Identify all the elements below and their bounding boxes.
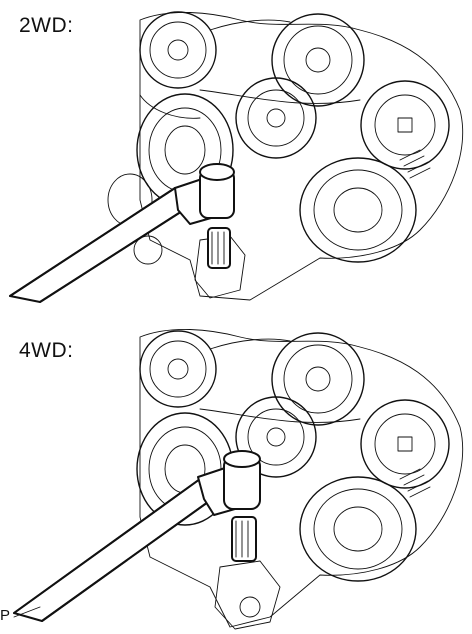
panel-label-4wd: 4WD: <box>19 339 74 362</box>
corner-label: P <box>0 607 11 624</box>
panel-label-2wd: 2WD: <box>19 14 74 37</box>
panel-4wd: 4WD: P <box>0 317 472 634</box>
engine-drawing-2wd <box>9 11 464 303</box>
panel-2wd: 2WD: <box>9 11 464 303</box>
engine-drawing-4wd <box>13 328 464 630</box>
